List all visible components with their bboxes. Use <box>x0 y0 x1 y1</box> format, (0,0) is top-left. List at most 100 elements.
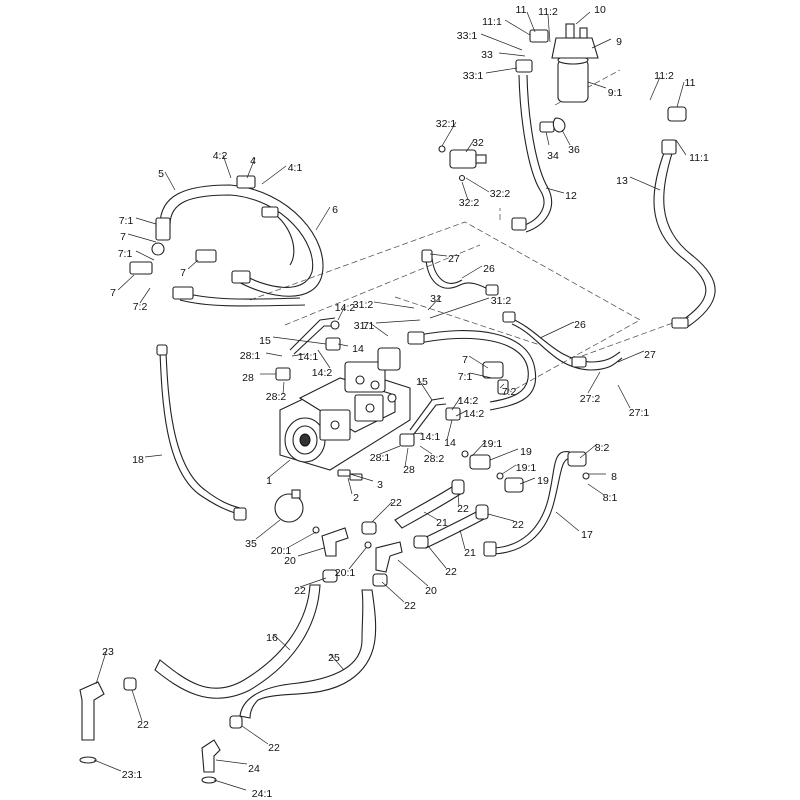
callout-label: 22 <box>294 585 306 597</box>
band-clamp-35 <box>274 489 304 523</box>
callout-label: 7:1 <box>119 215 134 227</box>
callout-label: 14:2 <box>458 395 479 407</box>
callout-label: 14:2 <box>312 367 333 379</box>
callout-label: 3 <box>377 479 383 491</box>
fitting-23 <box>79 677 137 764</box>
hose-17 <box>483 450 590 557</box>
callout-label: 7 <box>363 320 369 332</box>
callout-label: 21 <box>464 547 476 559</box>
leader-lines <box>93 11 687 791</box>
callout-label: 36 <box>568 144 580 156</box>
callout-label: 14:1 <box>298 351 319 363</box>
callout-label: 1 <box>266 475 272 487</box>
callout-label: 21 <box>436 517 448 529</box>
callout-label: 19:1 <box>482 438 503 450</box>
callout-label: 14:1 <box>420 431 441 443</box>
callout-label: 8:2 <box>595 442 610 454</box>
fittings-right-lower <box>399 397 461 447</box>
fittings-left-upper <box>275 317 341 381</box>
callout-label: 19 <box>537 475 549 487</box>
hoses-21 <box>361 479 489 549</box>
callout-label: 14:2 <box>335 302 356 314</box>
hose-12 <box>511 74 553 233</box>
callout-label: 6 <box>332 204 338 216</box>
hose-26-lower <box>502 311 623 371</box>
callout-label: 20 <box>425 585 437 597</box>
callout-label: 27 <box>644 349 656 361</box>
valve-32 <box>438 145 487 182</box>
callout-label: 28:1 <box>370 452 391 464</box>
fittings-20 <box>312 526 403 573</box>
hose-13 <box>653 139 716 329</box>
callout-label: 31:2 <box>353 299 374 311</box>
callout-label: 32:2 <box>490 188 511 200</box>
callout-label: 18 <box>132 454 144 466</box>
callout-label: 33 <box>481 49 493 61</box>
callout-label: 12 <box>565 190 577 202</box>
callout-label: 4:1 <box>288 162 303 174</box>
callout-label: 28 <box>403 464 415 476</box>
callout-label: 33:1 <box>463 70 484 82</box>
callout-label: 27 <box>448 253 460 265</box>
callout-label: 32 <box>472 137 484 149</box>
callout-label: 15 <box>416 376 428 388</box>
fittings-19 <box>461 450 524 493</box>
callout-label: 32:2 <box>459 197 480 209</box>
callout-label: 27:2 <box>580 393 601 405</box>
callout-label: 22 <box>512 519 524 531</box>
callout-label: 13 <box>616 175 628 187</box>
callout-label: 14:2 <box>464 408 485 420</box>
hydraulic-pump <box>279 347 411 481</box>
callout-label: 11 <box>685 77 696 89</box>
callout-label: 22 <box>390 497 402 509</box>
callout-label: 20:1 <box>271 545 292 557</box>
callout-label: 28:1 <box>240 350 261 362</box>
hose-loop-center <box>407 330 537 411</box>
callout-label: 4 <box>250 155 256 167</box>
callout-label: 11:1 <box>482 16 502 28</box>
callout-label: 20:1 <box>335 567 356 579</box>
callout-label: 28:2 <box>424 453 445 465</box>
callout-label: 9:1 <box>608 87 623 99</box>
fitting-24 <box>201 715 243 784</box>
callout-label: 34 <box>547 150 559 162</box>
callout-label: 31 <box>430 293 442 305</box>
callout-label: 23 <box>102 646 114 658</box>
callout-label: 8:1 <box>603 492 618 504</box>
callout-label: 28 <box>242 372 254 384</box>
callout-label: 22 <box>268 742 280 754</box>
callout-label: 26 <box>574 319 586 331</box>
callout-label: 14 <box>444 437 456 449</box>
callout-label: 4:2 <box>213 150 228 162</box>
callout-label: 19 <box>520 446 532 458</box>
callout-label: 27:1 <box>629 407 650 419</box>
callout-label: 7 <box>120 231 126 243</box>
callout-label: 32:1 <box>436 118 457 130</box>
callout-label: 15 <box>259 335 271 347</box>
callout-label: 24:1 <box>252 788 273 800</box>
callout-label: 11:1 <box>689 152 709 164</box>
callout-label: 14 <box>352 343 364 355</box>
callout-label: 35 <box>245 538 257 550</box>
callout-label: 5 <box>158 168 164 180</box>
callout-label: 24 <box>248 763 260 775</box>
callout-label: 10 <box>594 4 606 16</box>
callout-label: 20 <box>284 555 296 567</box>
callout-label: 11:2 <box>538 6 558 18</box>
callout-label: 33:1 <box>457 30 478 42</box>
hose-16 <box>154 569 338 699</box>
callout-label: 7:2 <box>133 301 148 313</box>
callout-label: 22 <box>445 566 457 578</box>
callout-label: 31:2 <box>491 295 512 307</box>
callout-label: 23:1 <box>122 769 143 781</box>
callout-label: 16 <box>266 632 278 644</box>
callout-label: 11:2 <box>654 70 674 82</box>
callout-label: 26 <box>483 263 495 275</box>
callout-label: 11 <box>516 4 527 16</box>
callout-label: 25 <box>328 652 340 664</box>
callout-label: 7:1 <box>458 371 473 383</box>
callout-label: 19:1 <box>516 462 537 474</box>
callout-label: 7 <box>110 287 116 299</box>
